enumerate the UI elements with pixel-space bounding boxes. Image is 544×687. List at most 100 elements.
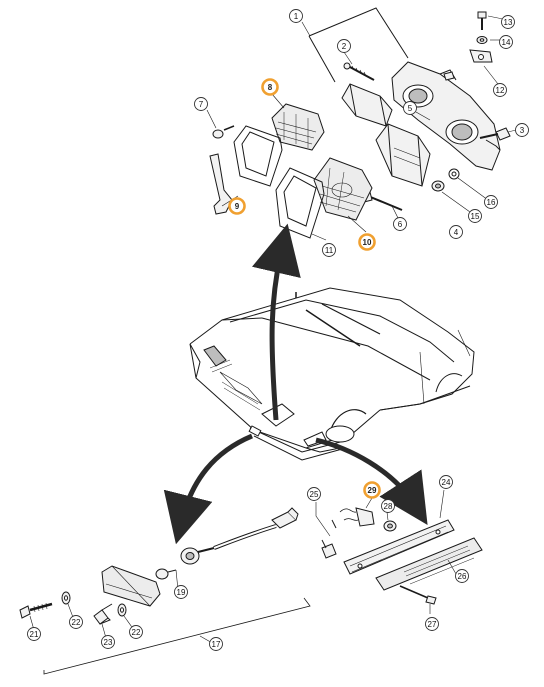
callout-ring [69, 615, 83, 629]
callout-number: 22 [132, 628, 141, 637]
callout-ring [358, 233, 376, 251]
callout-number: 13 [504, 18, 513, 27]
callout-number: 29 [368, 486, 377, 495]
callout-ring [129, 625, 143, 639]
callout-2: 2 [337, 39, 351, 53]
callout-layer: 1234567891011121314151617192122222324252… [27, 9, 529, 651]
callout-ring [425, 617, 439, 631]
connector-part [271, 507, 299, 529]
group-bracket-25 [315, 502, 331, 537]
sealed-beam-upper-part [271, 103, 325, 151]
callout-22a: 22 [69, 615, 83, 629]
callout-ring [381, 499, 395, 513]
bracket-9-part [209, 153, 233, 215]
callout-25: 25 [307, 487, 321, 501]
callout-ring [209, 637, 223, 651]
callout-ring [484, 195, 498, 209]
callout-number: 9 [235, 202, 240, 211]
side-marker-lens-part [375, 537, 483, 591]
screw-27-part [399, 585, 437, 605]
side-marker-bulb-part [321, 519, 337, 559]
callout-ring [307, 487, 321, 501]
callout-ring [27, 627, 41, 641]
callout-ring [499, 35, 513, 49]
callout-ring [449, 225, 463, 239]
callout-1: 1 [289, 9, 303, 23]
callout-23: 23 [101, 635, 115, 649]
arrow-to-headlamps [252, 223, 301, 421]
callout-7: 7 [194, 97, 208, 111]
callout-15: 15 [468, 209, 482, 223]
callout-number: 1 [294, 12, 299, 21]
callout-ring [363, 481, 381, 499]
callout-number: 8 [268, 83, 273, 92]
callout-ring [194, 97, 208, 111]
callout-26: 26 [455, 569, 469, 583]
bulb-part [155, 568, 177, 580]
callout-14: 14 [499, 35, 513, 49]
callout-29: 29 [363, 481, 381, 499]
callout-number: 10 [363, 238, 372, 247]
callout-number: 2 [342, 42, 347, 51]
callout-28: 28 [381, 499, 395, 513]
car-body-illustration [189, 287, 475, 461]
callout-ring [493, 83, 507, 97]
callout-ring [322, 243, 336, 257]
callout-number: 6 [398, 220, 403, 229]
callout-number: 25 [310, 490, 319, 499]
mounting-plate-part [391, 61, 501, 171]
callout-16: 16 [484, 195, 498, 209]
callout-ring [174, 585, 188, 599]
leader-lines-top [206, 15, 517, 241]
callout-ring [468, 209, 482, 223]
callout-ring [261, 78, 279, 96]
sealed-beam-lower-part [313, 157, 373, 221]
group-bracket-17 [43, 597, 311, 675]
callout-10: 10 [358, 233, 376, 251]
group-bracket-1 [308, 7, 409, 59]
callout-number: 21 [30, 630, 39, 639]
callout-24: 24 [439, 475, 453, 489]
callout-number: 19 [177, 588, 186, 597]
callout-number: 28 [384, 502, 393, 511]
callout-3: 3 [515, 123, 529, 137]
screw-7-part [212, 125, 235, 139]
callout-13: 13 [501, 15, 515, 29]
callout-12: 12 [493, 83, 507, 97]
callout-number: 24 [442, 478, 451, 487]
callout-8: 8 [261, 78, 279, 96]
washer-22a-part [61, 591, 71, 605]
callout-4: 4 [449, 225, 463, 239]
side-marker-bezel-part [343, 519, 455, 575]
front-marker-assembly [19, 507, 311, 675]
washer-14-part [476, 36, 488, 44]
callout-19: 19 [174, 585, 188, 599]
callout-number: 15 [471, 212, 480, 221]
callout-ring [515, 123, 529, 137]
adjusting-screw-part [343, 62, 375, 81]
socket-part [180, 547, 215, 565]
callout-ring [289, 9, 303, 23]
callout-number: 3 [520, 126, 525, 135]
callout-9: 9 [228, 197, 246, 215]
side-marker-socket-part [339, 507, 375, 527]
callout-ring [228, 197, 246, 215]
callout-number: 12 [496, 86, 505, 95]
callout-number: 5 [408, 104, 413, 113]
callout-number: 7 [199, 100, 204, 109]
arrow-to-front-marker [163, 433, 253, 545]
callout-number: 14 [502, 38, 511, 47]
flow-arrows [163, 223, 428, 545]
callout-number: 11 [325, 246, 334, 255]
callout-number: 22 [72, 618, 81, 627]
lamp-housing-lower-part [375, 123, 431, 187]
callout-number: 16 [487, 198, 496, 207]
nut-28-part [383, 520, 397, 532]
clip-nut-part [469, 49, 493, 63]
callout-17: 17 [209, 637, 223, 651]
callout-21: 21 [27, 627, 41, 641]
lamp-housing-upper-part [341, 83, 393, 127]
callout-22b: 22 [129, 625, 143, 639]
callout-number: 26 [458, 572, 467, 581]
callout-ring [101, 635, 115, 649]
